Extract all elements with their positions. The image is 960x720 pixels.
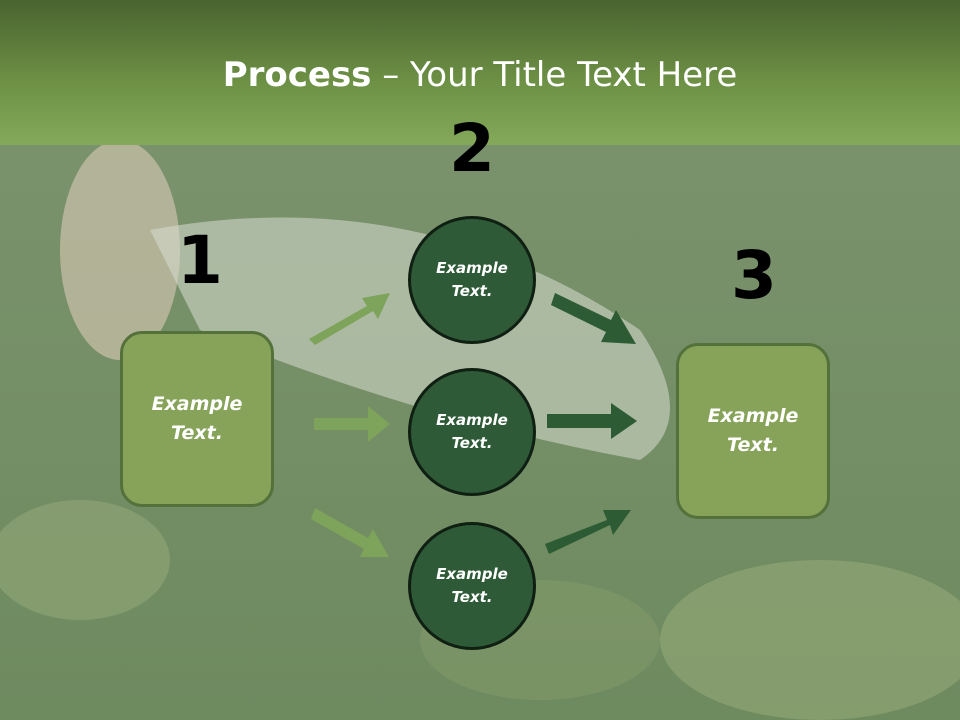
title-bold: Process xyxy=(222,55,372,95)
circle-bottom-line2: Text. xyxy=(451,588,493,606)
arrow-right-up xyxy=(545,510,631,554)
step-number-2: 2 xyxy=(449,110,495,187)
circle-middle-line1: Example xyxy=(436,411,508,429)
arrow-right-middle xyxy=(547,403,637,439)
start-box-line2: Text. xyxy=(171,422,223,444)
circle-middle-line2: Text. xyxy=(451,434,493,452)
step-number-1: 1 xyxy=(177,222,223,299)
arrow-left-middle xyxy=(314,406,390,442)
title-rest: – Your Title Text Here xyxy=(371,55,738,95)
circle-bottom-line1: Example xyxy=(436,565,508,583)
title-bar xyxy=(0,0,960,145)
arrow-left-up xyxy=(309,293,390,345)
arrow-left-down xyxy=(311,508,389,557)
circle-top-line1: Example xyxy=(436,259,508,277)
end-box-line1: Example xyxy=(707,405,799,427)
end-box-line2: Text. xyxy=(727,434,779,456)
circle-top-line2: Text. xyxy=(451,282,493,300)
arrow-right-down xyxy=(551,293,636,344)
start-box-line1: Example xyxy=(151,393,243,415)
page-title: Process – Your Title Text Here xyxy=(0,55,960,95)
step-number-3: 3 xyxy=(731,237,777,314)
